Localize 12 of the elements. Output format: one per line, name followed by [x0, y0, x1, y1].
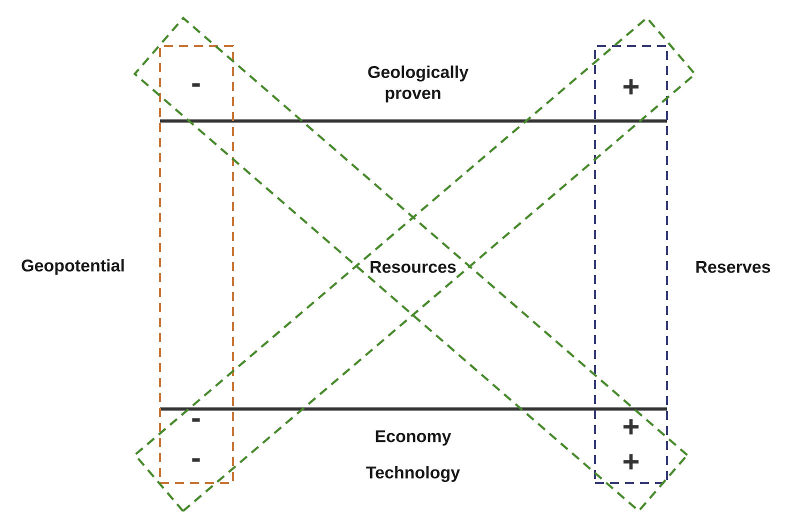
minus-sign: - [192, 83, 200, 87]
label: Economy [376, 430, 452, 446]
minus-sign: - [192, 418, 200, 422]
label: Geologically proven [368, 66, 468, 102]
label: Reserves [696, 261, 770, 273]
plus-sign: + [624, 79, 639, 94]
label: Geopotential [22, 259, 124, 275]
plus-sign: + [624, 454, 639, 470]
plus-sign: + [624, 419, 639, 434]
minus-sign: - [192, 458, 200, 462]
label: Technology [366, 466, 460, 482]
label: Resources [370, 261, 456, 273]
